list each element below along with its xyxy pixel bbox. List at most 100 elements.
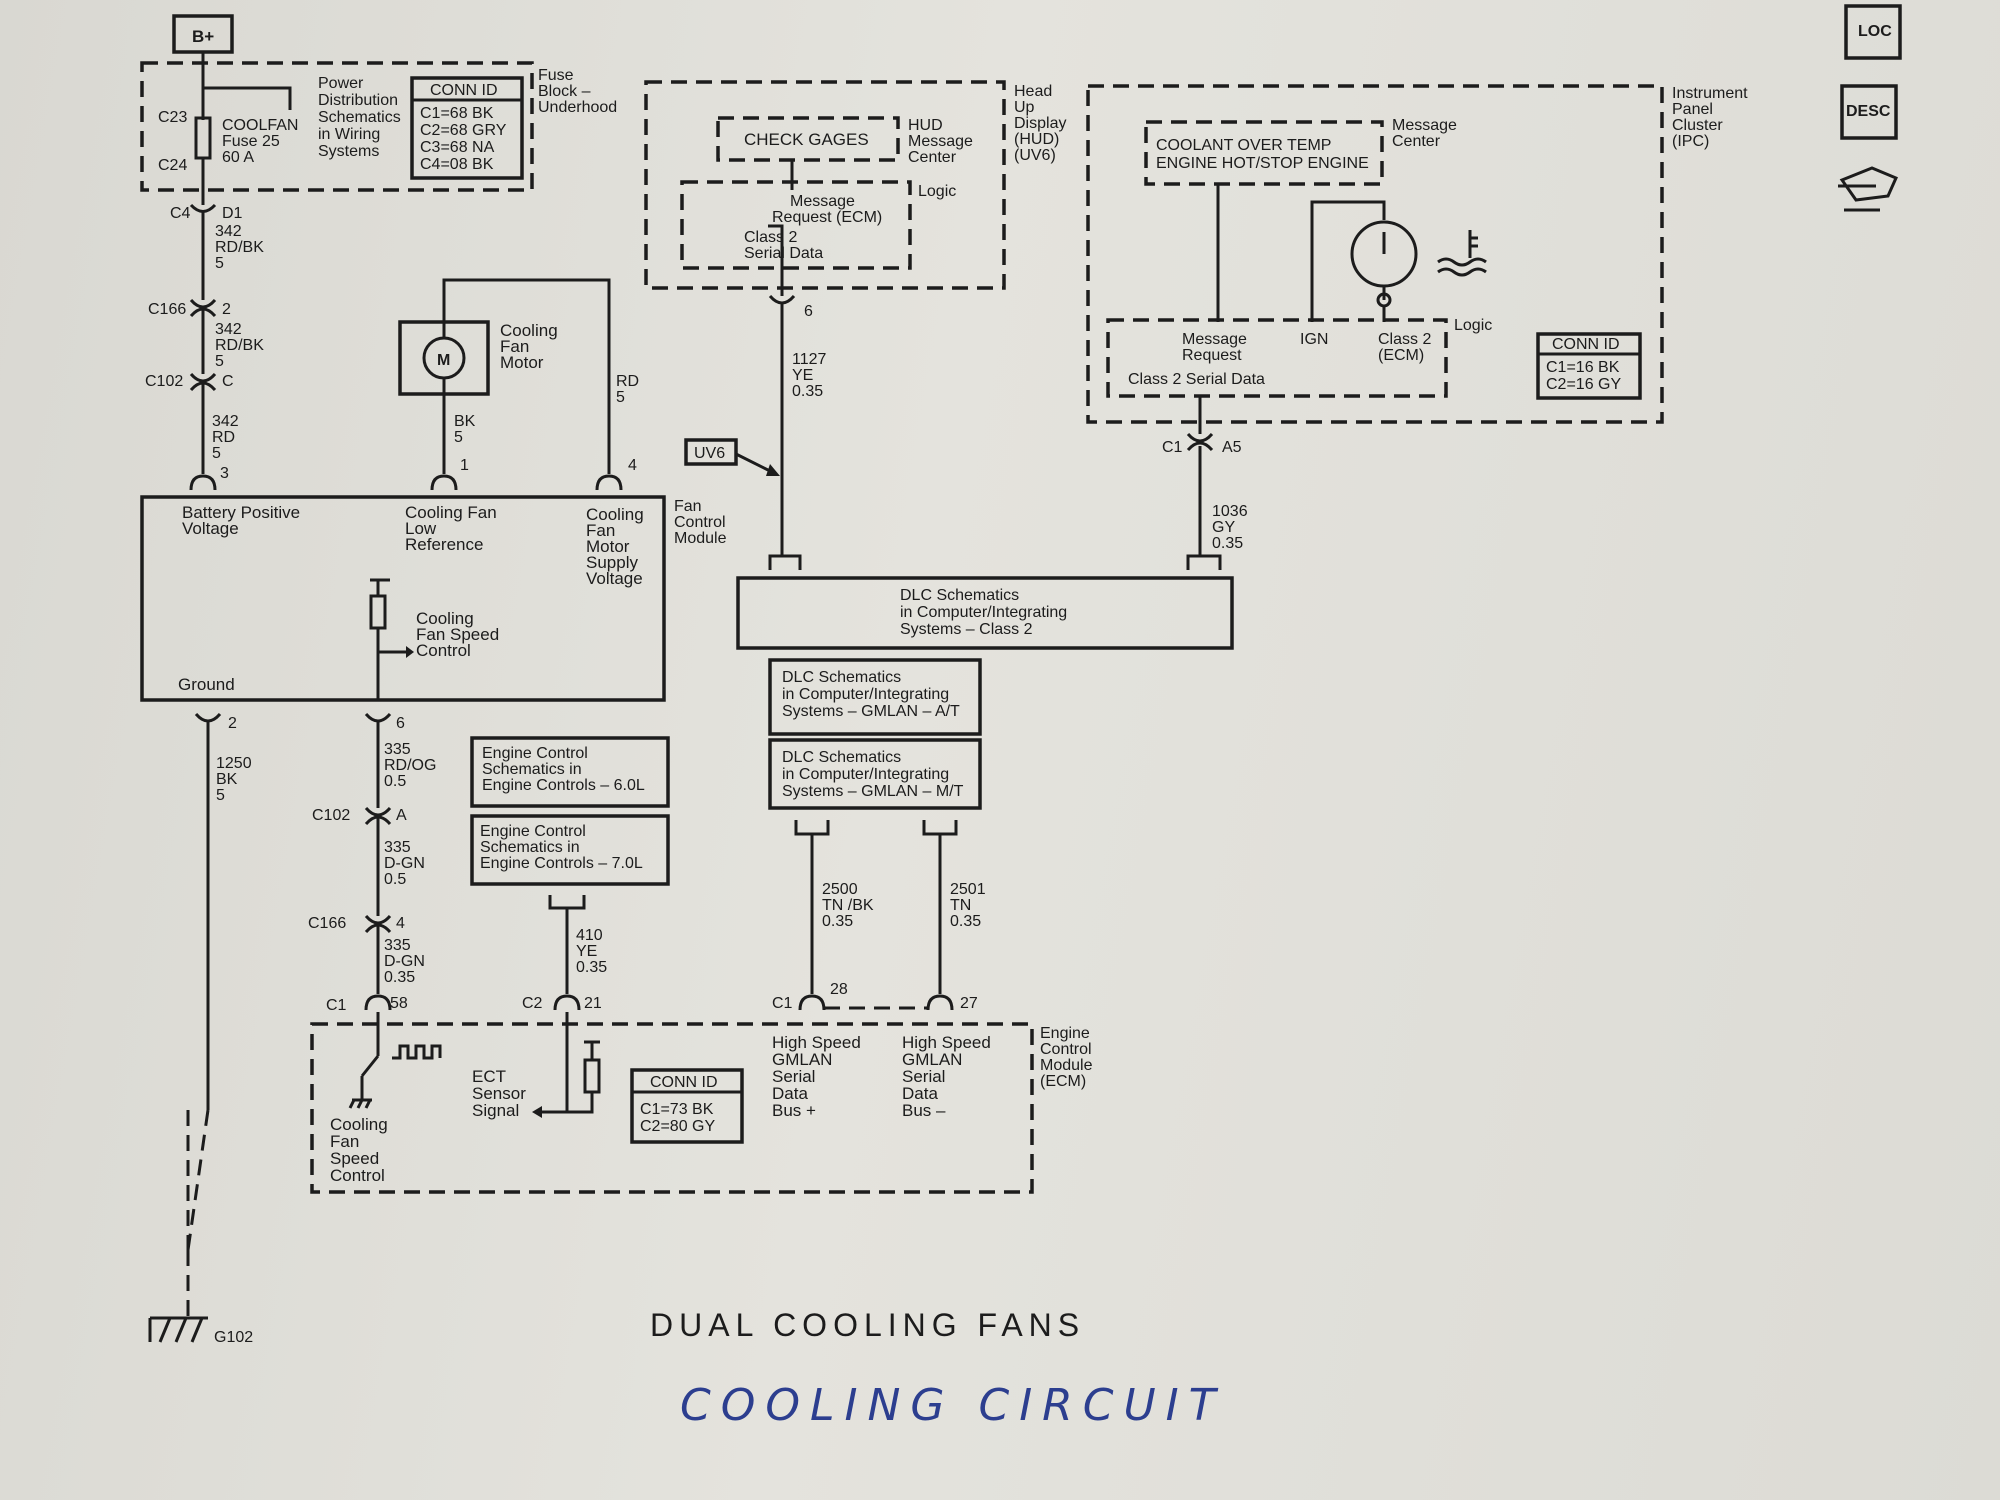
conn-d1: D1 [222, 205, 243, 222]
svg-text:(IPC): (IPC) [1672, 133, 1709, 150]
svg-text:in Computer/Integrating: in Computer/Integrating [782, 686, 949, 703]
ecm-title: Engine Control Module (ECM) [1040, 1025, 1093, 1090]
svg-text:Reference: Reference [405, 535, 483, 554]
svg-text:Engine: Engine [1040, 1025, 1090, 1042]
dlc-gmlan-at-label: DLC Schematics in Computer/Integrating S… [782, 669, 960, 720]
svg-text:Voltage: Voltage [182, 519, 239, 538]
svg-text:Signal: Signal [472, 1101, 519, 1120]
svg-text:Schematics in: Schematics in [480, 839, 580, 856]
fuse-label: COOLFAN Fuse 25 60 A [222, 117, 298, 166]
fcm-pin-3: 3 [220, 465, 229, 482]
ecm-speed-switch-icon [348, 1012, 442, 1109]
ipc-conn-id-list: C1=16 BK C2=16 GY [1546, 359, 1621, 393]
svg-text:C1=68 BK: C1=68 BK [420, 105, 494, 122]
fcm-ground-pin: 2 [228, 715, 237, 732]
svg-text:1250: 1250 [216, 755, 252, 772]
svg-text:High Speed: High Speed [902, 1033, 991, 1052]
svg-text:Center: Center [908, 149, 957, 166]
wire-label-1250: 1250 BK 5 [216, 755, 252, 804]
svg-text:335: 335 [384, 937, 411, 954]
svg-text:Center: Center [1392, 133, 1441, 150]
wire-label-1036: 1036 GY 0.35 [1212, 503, 1248, 552]
svg-text:Up: Up [1014, 99, 1035, 116]
ecm-box [310, 1022, 1034, 1194]
svg-text:0.35: 0.35 [792, 383, 823, 400]
uv6-option-label: UV6 [694, 445, 725, 462]
svg-text:Schematics: Schematics [318, 109, 401, 126]
svg-text:Control: Control [416, 641, 471, 660]
engine-ref-6l: Engine Control Schematics in Engine Cont… [482, 745, 645, 794]
wire-label-335-c: 335 D-GN 0.35 [384, 937, 425, 986]
svg-text:Panel: Panel [1672, 101, 1713, 118]
fcm-supply-voltage-label: Cooling Fan Motor Supply Voltage [586, 505, 644, 588]
conn-c166-b: C166 [308, 915, 346, 932]
svg-text:Instrument: Instrument [1672, 85, 1748, 102]
svg-text:DLC Schematics: DLC Schematics [782, 669, 901, 686]
ecm-conn-id-title: CONN ID [650, 1074, 718, 1091]
svg-text:Underhood: Underhood [538, 99, 617, 116]
faint-background-note: DUAL COOLING FANS [650, 1307, 1085, 1343]
svg-text:Supply: Supply [586, 553, 638, 572]
svg-text:RD: RD [616, 373, 639, 390]
svg-text:Sensor: Sensor [472, 1084, 526, 1103]
svg-text:Engine Controls – 7.0L: Engine Controls – 7.0L [480, 855, 643, 872]
svg-text:C2=16 GY: C2=16 GY [1546, 376, 1621, 393]
svg-text:335: 335 [384, 741, 411, 758]
svg-text:Display: Display [1014, 115, 1066, 132]
ipc-message-box [1144, 120, 1384, 186]
svg-text:5: 5 [215, 353, 224, 370]
svg-text:Fan: Fan [586, 521, 615, 540]
svg-text:Cooling: Cooling [586, 505, 644, 524]
svg-text:0.35: 0.35 [576, 959, 607, 976]
fcm-battery-voltage-label: Battery Positive Voltage [182, 503, 300, 538]
svg-text:GMLAN: GMLAN [772, 1050, 832, 1069]
connector-pinout-icon[interactable] [1838, 166, 1898, 212]
svg-text:Systems – Class 2: Systems – Class 2 [900, 621, 1033, 638]
hud-message-box [716, 116, 900, 162]
svg-text:Cooling Fan: Cooling Fan [405, 503, 497, 522]
svg-text:Serial: Serial [772, 1067, 815, 1086]
fuse-block-title: Fuse Block – Underhood [538, 67, 617, 116]
svg-text:RD/BK: RD/BK [215, 337, 264, 354]
loc-icon[interactable] [1844, 4, 1902, 60]
svg-text:RD/OG: RD/OG [384, 757, 436, 774]
desc-icon[interactable] [1840, 84, 1898, 140]
wire-label-2501: 2501 TN 0.35 [950, 881, 986, 930]
svg-text:Fan: Fan [674, 498, 702, 515]
wire-label-342-c: 342 RD 5 [212, 413, 239, 462]
ect-sensor-signal-label: ECT Sensor Signal [472, 1067, 526, 1120]
ipc-logic-box [1106, 318, 1448, 398]
fuse-bottom-conn: C24 [158, 157, 187, 174]
wire-label-410: 410 YE 0.35 [576, 927, 607, 976]
svg-text:Fan: Fan [330, 1132, 359, 1151]
svg-text:COOLFAN: COOLFAN [222, 117, 298, 134]
svg-text:Data: Data [902, 1084, 938, 1103]
svg-text:5: 5 [212, 445, 221, 462]
svg-text:in Computer/Integrating: in Computer/Integrating [900, 604, 1067, 621]
svg-text:0.35: 0.35 [384, 969, 415, 986]
fan-motor-symbol: M [437, 352, 450, 369]
svg-text:410: 410 [576, 927, 603, 944]
ecm-bus-plus-label: High Speed GMLAN Serial Data Bus + [772, 1033, 861, 1120]
fuse-block-box [140, 61, 534, 192]
svg-text:Message: Message [1182, 331, 1247, 348]
svg-text:5: 5 [454, 429, 463, 446]
svg-text:0.35: 0.35 [950, 913, 981, 930]
svg-text:Fan: Fan [500, 337, 529, 356]
ipc-class2-label: Class 2 (ECM) [1378, 331, 1431, 364]
svg-text:(ECM): (ECM) [1378, 347, 1424, 364]
ecm-speed-control-label: Cooling Fan Speed Control [330, 1115, 388, 1185]
svg-text:Engine Controls – 6.0L: Engine Controls – 6.0L [482, 777, 645, 794]
svg-text:Message: Message [790, 193, 855, 210]
svg-text:342: 342 [212, 413, 239, 430]
svg-text:ENGINE HOT/STOP ENGINE: ENGINE HOT/STOP ENGINE [1156, 155, 1369, 172]
hud-logic-label: Logic [918, 183, 956, 200]
svg-text:1036: 1036 [1212, 503, 1248, 520]
svg-text:0.5: 0.5 [384, 773, 406, 790]
conn-c166-b-pin: 4 [396, 915, 405, 932]
svg-text:(HUD): (HUD) [1014, 131, 1059, 148]
fuse-conn-id-title: CONN ID [430, 82, 498, 99]
svg-text:0.5: 0.5 [384, 871, 406, 888]
fcm-pin-4: 4 [628, 457, 637, 474]
svg-text:YE: YE [576, 943, 597, 960]
